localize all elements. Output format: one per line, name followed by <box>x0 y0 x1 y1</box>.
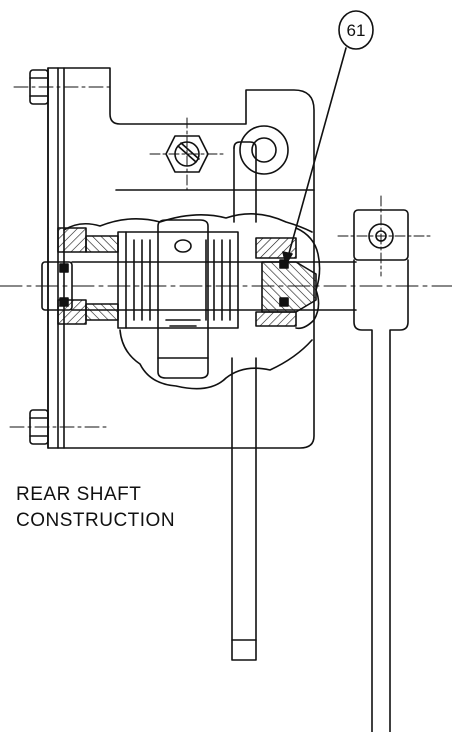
clamp-lever-right <box>337 195 431 732</box>
hex-nut <box>149 117 225 191</box>
caption-line-1: REAR SHAFT <box>16 484 142 505</box>
upper-bolt <box>13 69 111 105</box>
caption-line-2: CONSTRUCTION <box>16 510 176 531</box>
callout-number: 61 <box>347 21 366 40</box>
lower-bolt <box>9 409 111 445</box>
lever-arm-left <box>231 141 257 661</box>
drawing-caption: REAR SHAFT CONSTRUCTION <box>16 482 175 534</box>
center-hub <box>157 219 209 379</box>
housing-plate <box>47 67 315 449</box>
callout-61 <box>282 10 374 265</box>
boss-circle <box>239 125 289 175</box>
cutaway-section <box>63 213 313 390</box>
right-bearing <box>255 227 321 330</box>
bellows-coupling <box>117 231 239 329</box>
